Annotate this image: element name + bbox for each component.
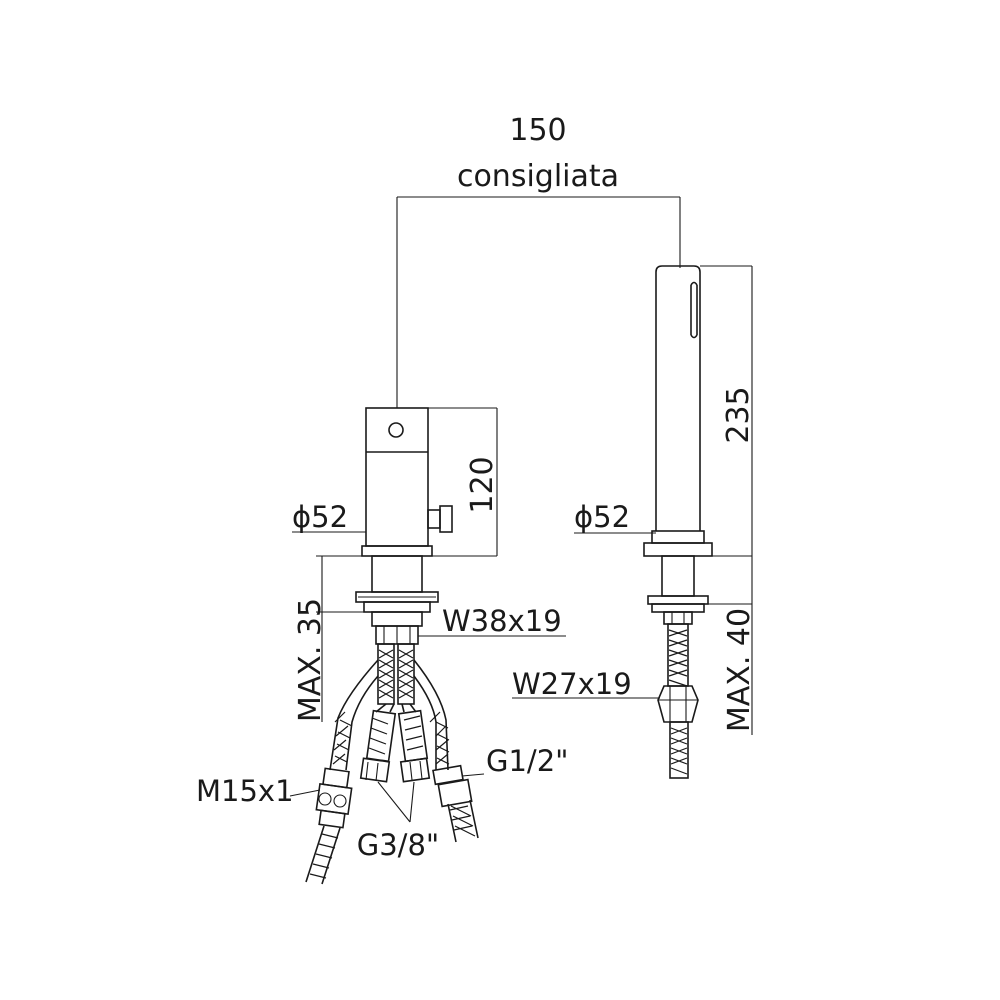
mixer-mount — [355, 555, 439, 645]
spout-height-dimension: 235 — [700, 265, 756, 557]
mixer-hoses — [305, 643, 479, 885]
left-hose-label: M15x1 — [196, 774, 294, 808]
right-hose-label: G1/2" — [486, 744, 568, 778]
mixer-max-dimension: MAX. 35 — [293, 555, 372, 722]
mixer-body — [361, 407, 453, 557]
mixer-diameter-label: ϕ52 — [292, 500, 348, 534]
mixer-height-label: 120 — [465, 456, 500, 513]
spout-height-label: 235 — [721, 386, 756, 443]
mixer-max-label: MAX. 35 — [293, 598, 328, 722]
mixer-nut-callout: W38x19 — [418, 604, 566, 638]
spout-diameter-dimension: ϕ52 — [574, 500, 656, 534]
mixer-height-dimension: 120 — [428, 407, 500, 557]
spout-mount — [647, 555, 709, 779]
spout-nut-callout: W27x19 — [512, 667, 660, 701]
spout-nut-label: W27x19 — [512, 667, 632, 701]
right-hose-callout: G1/2" — [461, 744, 568, 778]
mixer-nut-label: W38x19 — [442, 604, 562, 638]
center-hoses-label: G3/8" — [357, 828, 439, 862]
spacing-value: 150 — [509, 113, 566, 148]
spout-diameter-label: ϕ52 — [574, 500, 630, 534]
mixer-diameter-dimension: ϕ52 — [292, 500, 366, 534]
spout-max-dimension: MAX. 40 — [694, 555, 757, 735]
spout-max-label: MAX. 40 — [722, 608, 757, 732]
spout-body — [643, 265, 713, 557]
left-hose-callout: M15x1 — [196, 774, 321, 808]
center-hoses-callout: G3/8" — [357, 781, 439, 862]
spacing-note: consigliata — [457, 159, 619, 194]
spacing-dimension: 150 consigliata — [396, 113, 681, 408]
